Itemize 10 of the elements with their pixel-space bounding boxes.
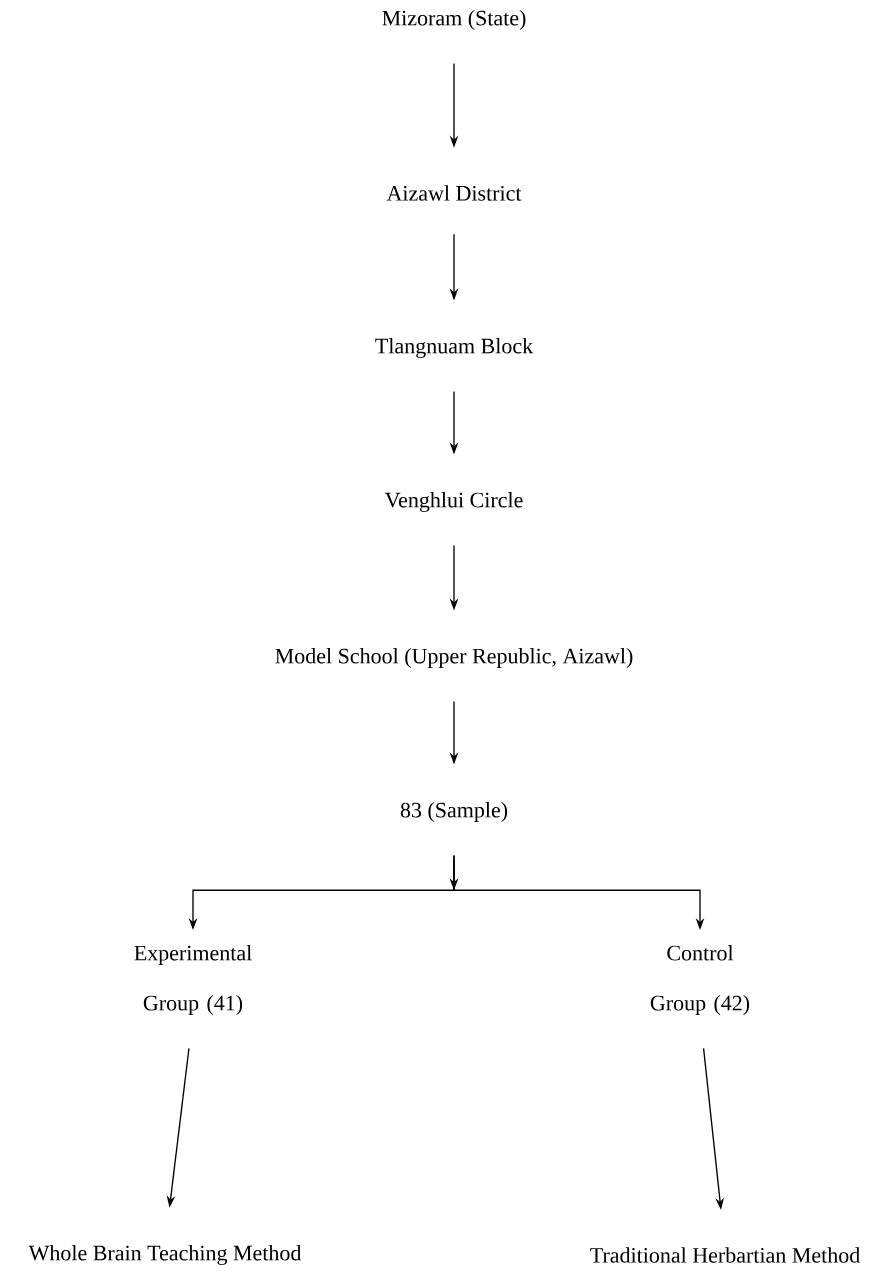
node-text: Aizawl District <box>386 185 522 201</box>
node-text: Tlangnuam Block <box>375 338 534 358</box>
node-text: Venghlui Circle <box>384 492 523 512</box>
node-text: Control Group (42) <box>650 945 750 1015</box>
node-text: Whole Brain Teaching Method <box>28 1245 302 1265</box>
node-text: Model School (Upper Republic, Aizawl) <box>275 648 633 668</box>
node-text: Mizoram (State) <box>382 10 526 30</box>
node-text: 83 (Sample) <box>400 802 508 822</box>
node-text: Experimental Group (41) <box>134 945 252 1015</box>
node-text: Traditional Herbartian Method <box>590 1247 860 1263</box>
